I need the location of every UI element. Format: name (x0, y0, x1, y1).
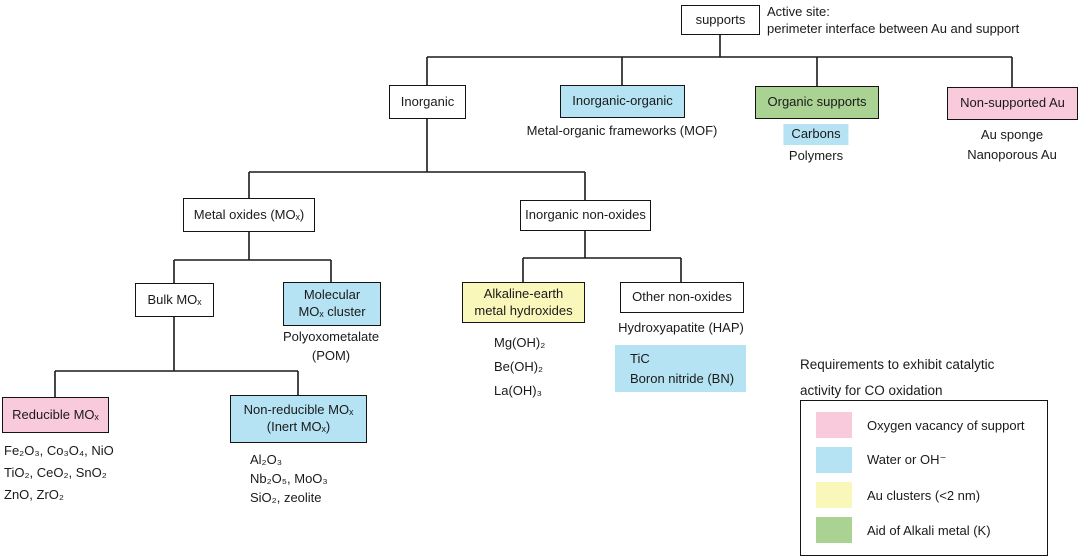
reducible-mox-examples: Fe₂O₃, Co₃O₄, NiO TiO₂, CeO₂, SnO₂ ZnO, … (4, 440, 114, 506)
green-swatch (816, 517, 852, 543)
legend-box: Oxygen vacancy of support Water or OH⁻ A… (800, 400, 1048, 556)
node-metal-oxides-label: Metal oxides (MOₓ) (193, 206, 305, 222)
legend-label: Au clusters (<2 nm) (867, 487, 981, 503)
legend-title-line2: activity for CO oxidation (800, 383, 943, 398)
legend-row: Aid of Alkali metal (K) (816, 517, 1035, 543)
pom-note-line1: Polyoxometalate (282, 329, 380, 344)
active-site-note-line1: Active site: (767, 4, 830, 19)
legend-row: Au clusters (<2 nm) (816, 482, 1035, 508)
nanoporous-au-example: Nanoporous Au (967, 147, 1057, 162)
blue-swatch (816, 447, 852, 473)
node-inorganic-non-oxides: Inorganic non-oxides (520, 200, 651, 231)
node-supports-label: supports (695, 11, 746, 27)
node-alkaline-earth-hydroxides-line1: Alkaline-earth (483, 285, 564, 301)
legend-row: Water or OH⁻ (816, 447, 1035, 473)
hydroxyapatite-note: Hydroxyapatite (HAP) (618, 320, 744, 335)
non-reducible-example: Al₂O₃ (250, 452, 283, 467)
node-reducible-mox-label: Reducible MOₓ (12, 406, 99, 422)
node-molecular-mox-cluster-line1: Molecular (303, 287, 361, 303)
node-organic-supports: Organic supports (755, 86, 879, 119)
mof-note: Metal-organic frameworks (MOF) (526, 123, 718, 138)
legend-title: Requirements to exhibit catalytic activi… (800, 352, 994, 404)
legend-label: Oxygen vacancy of support (867, 417, 1025, 433)
active-site-note-line2: perimeter interface between Au and suppo… (767, 20, 1020, 36)
polymers-example: Polymers (788, 148, 844, 163)
carbons-highlight: Carbons (783, 124, 849, 145)
node-non-supported-au-label: Non-supported Au (960, 95, 1065, 111)
node-reducible-mox: Reducible MOₓ (2, 397, 109, 433)
node-molecular-mox-cluster: Molecular MOₓ cluster (283, 282, 381, 326)
active-site-note: Active site: perimeter interface between… (767, 4, 1019, 38)
node-non-supported-au: Non-supported Au (947, 87, 1078, 120)
non-reducible-mox-examples: Al₂O₃ Nb₂O₅, MoO₃ SiO₂, zeolite (250, 450, 328, 507)
alkaline-earth-example: La(OH)₃ (494, 383, 542, 398)
node-non-reducible-mox: Non-reducible MOₓ (Inert MOₓ) (230, 395, 367, 443)
node-non-reducible-mox-line2: (Inert MOₓ) (266, 419, 331, 434)
node-non-reducible-mox-line1: Non-reducible MOₓ (243, 402, 354, 418)
pom-note-line2: (POM) (311, 348, 351, 363)
pink-swatch (816, 412, 852, 438)
node-supports: supports (681, 5, 760, 35)
node-alkaline-earth-hydroxides: Alkaline-earth metal hydroxides (462, 282, 585, 323)
tic-bn-highlight: TiC Boron nitride (BN) (615, 345, 746, 392)
node-inorganic-organic-label: Inorganic-organic (572, 93, 673, 109)
node-bulk-mox: Bulk MOₓ (135, 283, 214, 317)
node-other-non-oxides-label: Other non-oxides (632, 289, 732, 305)
legend-label: Aid of Alkali metal (K) (867, 522, 991, 538)
node-inorganic-label: Inorganic (400, 93, 455, 109)
legend-row: Oxygen vacancy of support (816, 412, 1035, 438)
reducible-example: Fe₂O₃, Co₃O₄, NiO (4, 443, 114, 458)
node-organic-supports-label: Organic supports (767, 94, 867, 110)
node-molecular-mox-cluster-line2: MOₓ cluster (298, 304, 366, 319)
alkaline-earth-example: Mg(OH)₂ (494, 335, 546, 350)
node-bulk-mox-label: Bulk MOₓ (147, 291, 202, 307)
carbons-example: Carbons (783, 124, 849, 145)
node-inorganic-non-oxides-label: Inorganic non-oxides (525, 207, 646, 223)
reducible-example: ZnO, ZrO₂ (4, 487, 64, 502)
node-metal-oxides: Metal oxides (MOₓ) (183, 198, 315, 232)
non-reducible-example: Nb₂O₅, MoO₃ (250, 471, 328, 486)
au-sponge-example: Au sponge (980, 127, 1044, 142)
node-inorganic-organic: Inorganic-organic (560, 85, 685, 118)
alkaline-earth-example: Be(OH)₂ (494, 359, 544, 374)
yellow-swatch (816, 482, 852, 508)
reducible-example: TiO₂, CeO₂, SnO₂ (4, 465, 107, 480)
node-alkaline-earth-hydroxides-line2: metal hydroxides (474, 302, 573, 318)
tic-example: TiC (630, 351, 650, 366)
node-inorganic: Inorganic (389, 85, 466, 119)
node-other-non-oxides: Other non-oxides (620, 282, 744, 313)
legend-title-line1: Requirements to exhibit catalytic (800, 357, 995, 372)
legend-label: Water or OH⁻ (867, 452, 947, 467)
non-reducible-example: SiO₂, zeolite (250, 490, 322, 505)
alkaline-earth-examples: Mg(OH)₂ Be(OH)₂ La(OH)₃ (494, 331, 545, 403)
boron-nitride-example: Boron nitride (BN) (630, 371, 735, 386)
